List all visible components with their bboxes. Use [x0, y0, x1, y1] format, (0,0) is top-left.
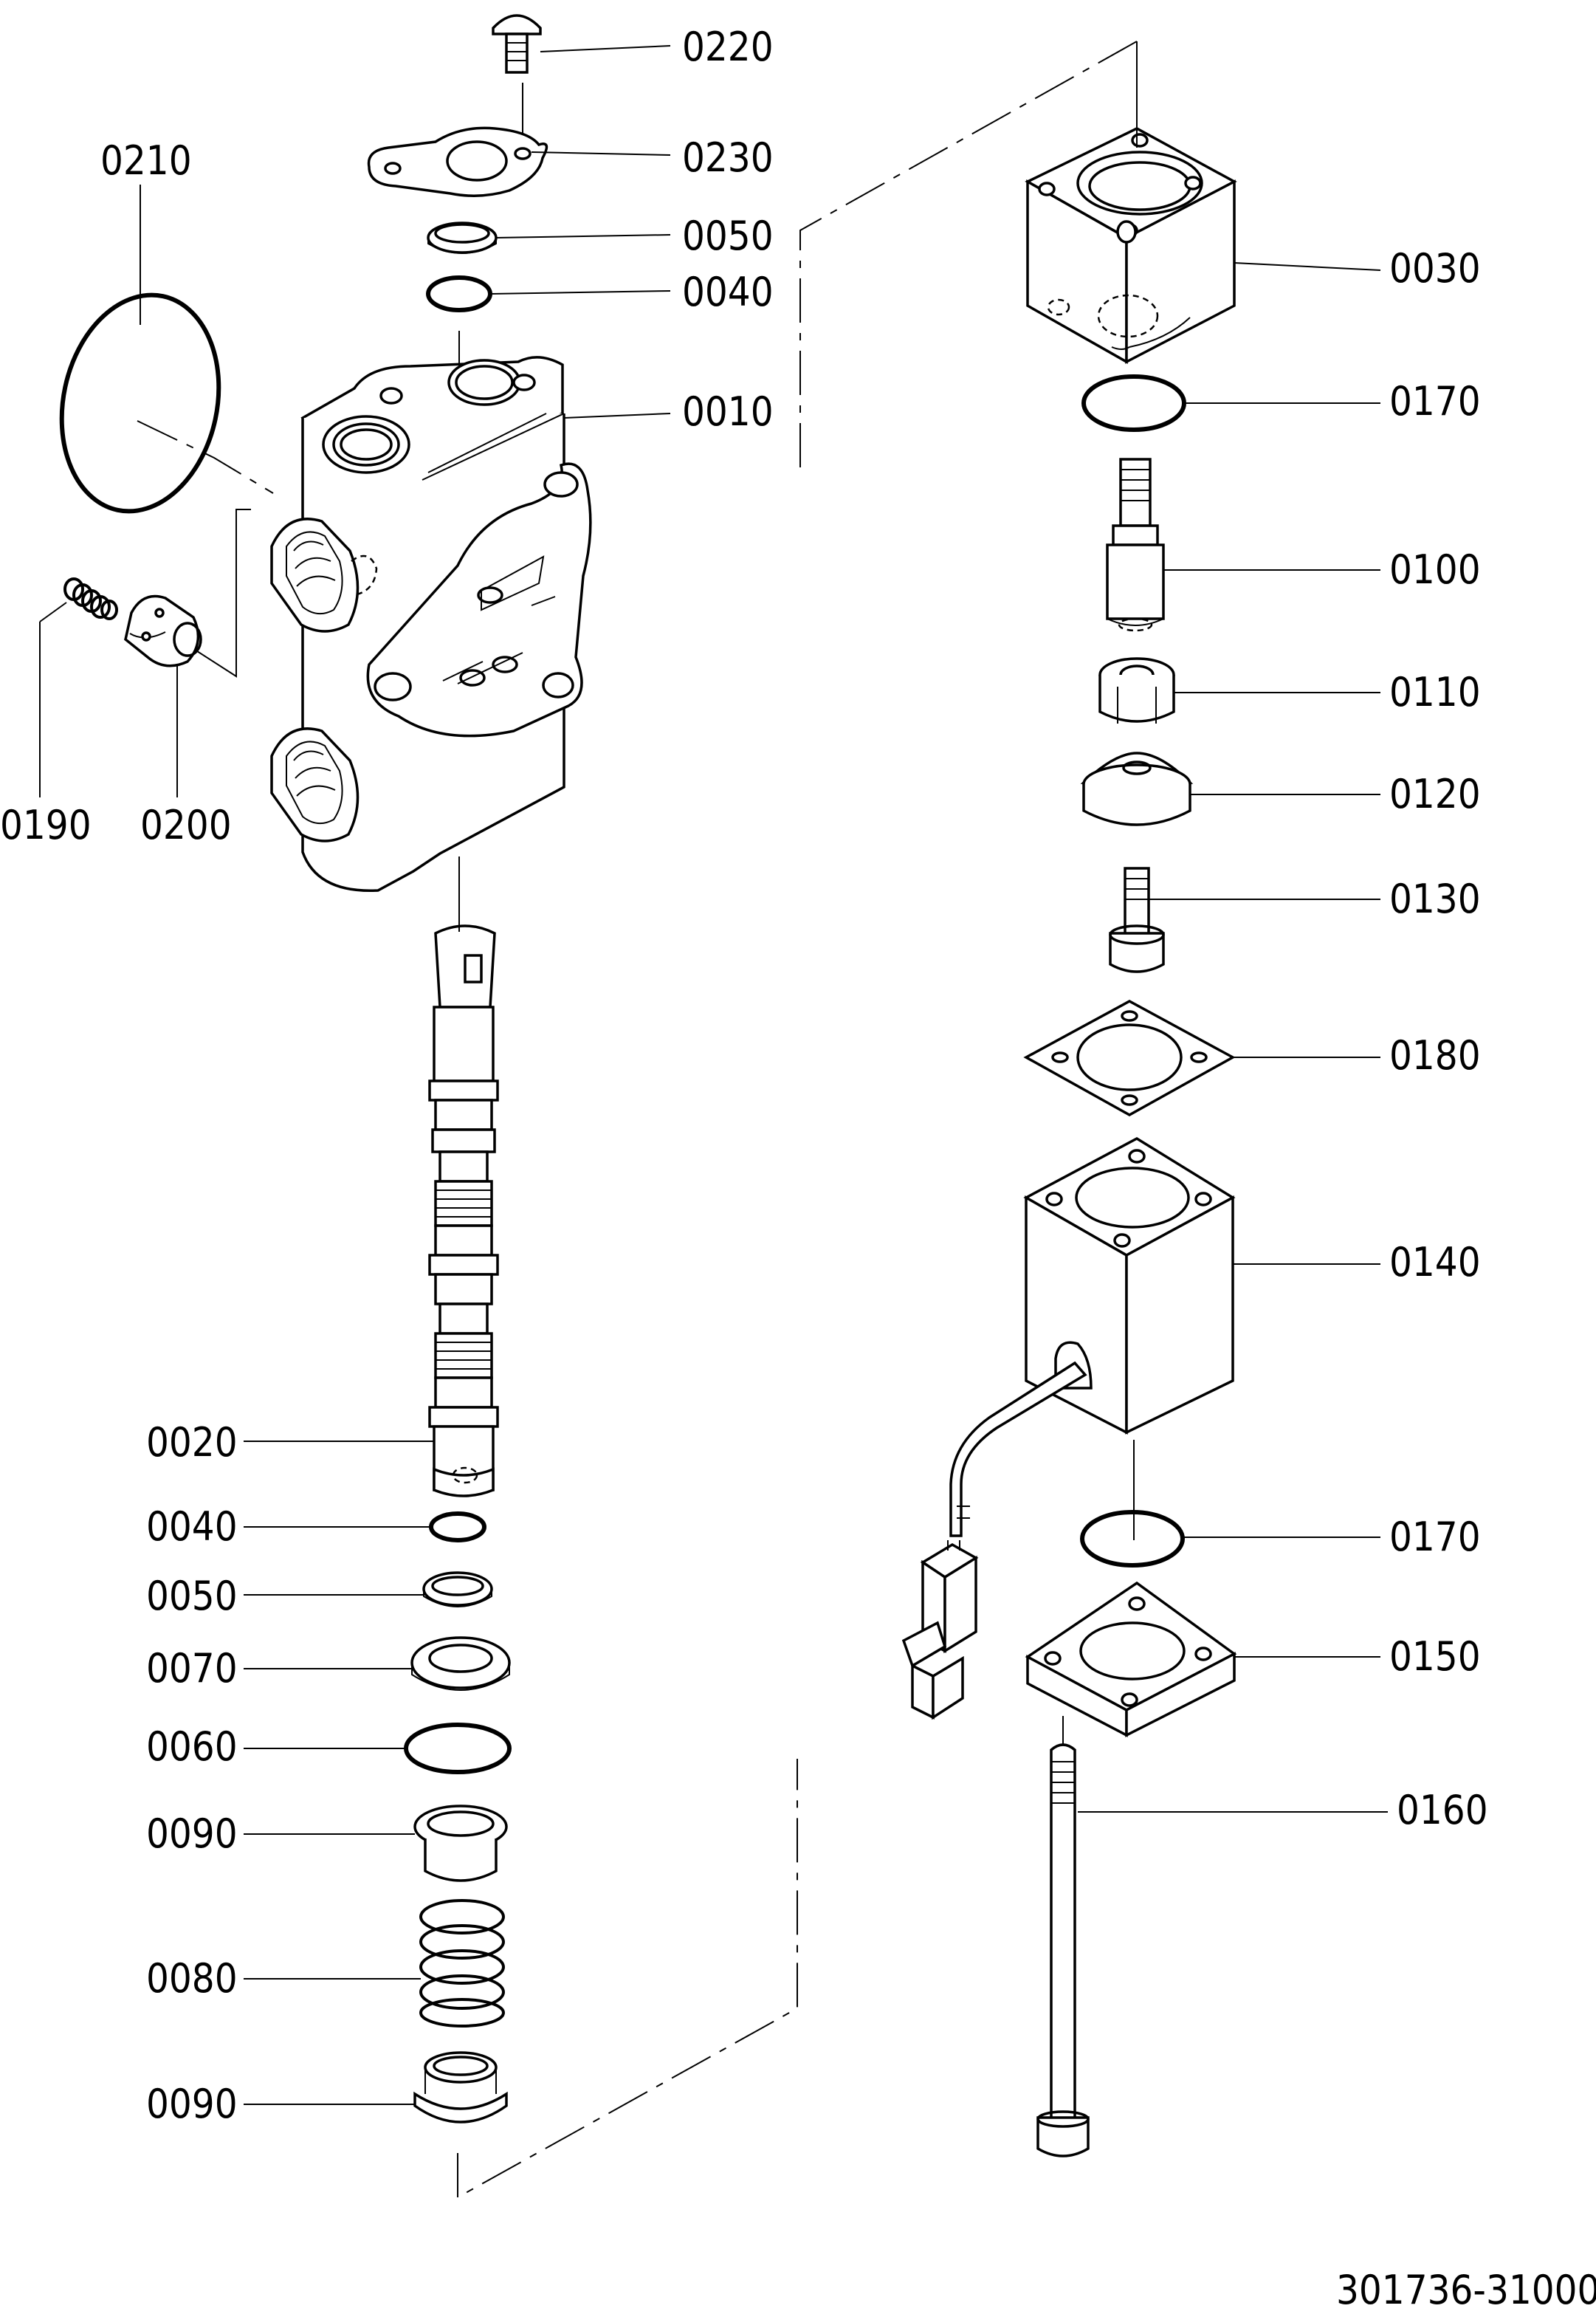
label-0210: 0210: [100, 137, 192, 184]
part-0080-spring: [419, 1899, 505, 2028]
label-0050-upper: 0050: [682, 213, 774, 259]
part-0010-valve-body: [270, 356, 592, 892]
label-0160: 0160: [1397, 1787, 1488, 1833]
part-0180-gasket: [1023, 1000, 1236, 1117]
label-0030: 0030: [1389, 245, 1481, 292]
part-0040-oring-lower: [429, 1511, 486, 1542]
label-0090-upper: 0090: [146, 1810, 238, 1857]
label-0090-lower: 0090: [146, 2081, 238, 2127]
label-0200: 0200: [140, 802, 232, 848]
label-0040-lower: 0040: [146, 1503, 238, 1550]
label-0080: 0080: [146, 1955, 238, 2002]
label-0190: 0190: [0, 802, 92, 848]
part-0050-ring-lower: [422, 1571, 493, 1607]
label-0220: 0220: [682, 24, 774, 70]
part-0020-spool: [428, 924, 499, 1497]
part-0220-screw: [492, 14, 542, 74]
part-0150-plate: [1025, 1581, 1237, 1737]
label-0120: 0120: [1389, 771, 1481, 817]
label-0060: 0060: [146, 1723, 238, 1770]
label-0020: 0020: [146, 1419, 238, 1466]
label-0010: 0010: [682, 388, 774, 435]
label-0110: 0110: [1389, 669, 1481, 715]
part-0190-small-spring: [63, 577, 118, 620]
drawing-number: 301736-31000: [1336, 2267, 1596, 2313]
label-0180: 0180: [1389, 1032, 1481, 1079]
label-0040-upper: 0040: [682, 269, 774, 315]
label-0150: 0150: [1389, 1633, 1481, 1680]
label-0140: 0140: [1389, 1239, 1481, 1285]
part-0140-connector: [901, 1540, 979, 1720]
part-0170-oring-lower: [1080, 1510, 1185, 1568]
label-0050-lower: 0050: [146, 1573, 238, 1619]
label-0070: 0070: [146, 1645, 238, 1692]
part-0120-cap: [1080, 752, 1194, 826]
label-0130: 0130: [1389, 876, 1481, 922]
label-0100: 0100: [1389, 546, 1481, 593]
part-0210-large-oring: [59, 292, 221, 514]
label-0230: 0230: [682, 134, 774, 181]
part-0100-plunger: [1106, 458, 1165, 632]
part-0200-poppet: [124, 594, 202, 667]
part-0040-oring-upper: [426, 275, 492, 312]
part-0140-coil: [949, 1136, 1236, 1537]
part-labels: 0220 0230 0050 0040 0010 0210 0190 0200 …: [0, 24, 1596, 2313]
part-0170-oring-upper: [1081, 374, 1186, 432]
part-0160-long-bolt: [1036, 1743, 1090, 2157]
part-0060-oring: [404, 1723, 512, 1774]
part-0090-spring-seat-upper: [413, 1805, 508, 1882]
part-0050-ring-upper: [427, 222, 498, 254]
label-0170-upper: 0170: [1389, 378, 1481, 425]
part-0230-flange-plate: [367, 126, 548, 197]
part-0090-spring-seat-lower: [413, 2051, 508, 2124]
part-0110-nut: [1098, 657, 1175, 724]
part-0070-washer: [410, 1636, 511, 1691]
part-0130-bolt: [1109, 867, 1165, 973]
label-0170-lower: 0170: [1389, 1514, 1481, 1560]
part-0030-housing: [1025, 127, 1237, 365]
